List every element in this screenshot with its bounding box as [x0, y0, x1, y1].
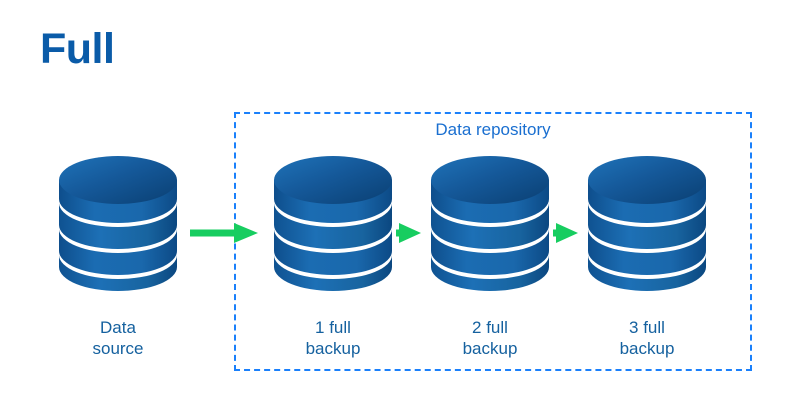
database-cylinder-backup-3 — [588, 155, 706, 300]
database-cylinder-data-source — [59, 155, 177, 300]
caption-data-source: Data source — [92, 318, 144, 358]
arrow-right-icon — [396, 223, 421, 243]
caption-backup-3: 3 full backup — [619, 318, 675, 358]
arrow-backup1-to-backup2 — [396, 222, 422, 244]
caption-backup-2: 2 full backup — [462, 318, 518, 358]
data-repository-label: Data repository — [435, 120, 551, 139]
database-cylinder-icon — [274, 156, 392, 291]
arrow-backup2-to-backup3 — [553, 222, 579, 244]
caption-backup-1: 1 full backup — [305, 318, 361, 358]
database-cylinder-icon — [431, 156, 549, 291]
arrow-right-icon — [190, 223, 258, 243]
database-cylinder-backup-2 — [431, 155, 549, 300]
page-title: Full — [40, 25, 115, 73]
arrow-right-icon — [553, 223, 578, 243]
arrow-source-to-backup1 — [190, 222, 260, 244]
database-cylinder-icon — [588, 156, 706, 291]
database-cylinder-icon — [59, 156, 177, 291]
database-cylinder-backup-1 — [274, 155, 392, 300]
